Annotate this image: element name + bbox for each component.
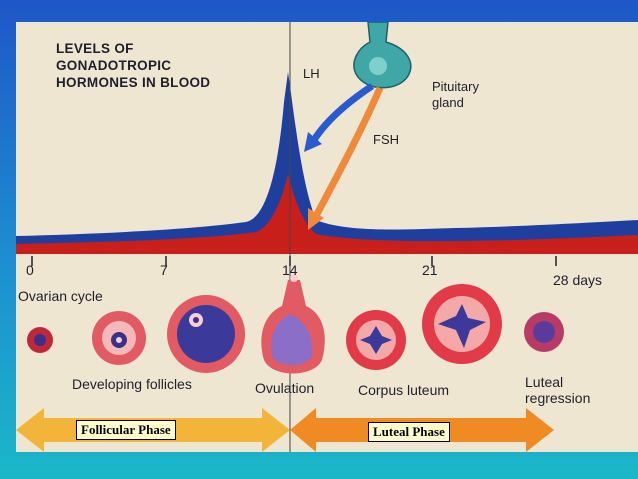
- title-line-2: GONADOTROPIC: [56, 58, 172, 73]
- day-7-label: 7: [160, 262, 168, 278]
- fsh-arrow-icon: [308, 86, 384, 230]
- corpus-luteum-large-icon: [422, 284, 502, 364]
- ovulation-label: Ovulation: [255, 380, 315, 396]
- developing-follicles-label: Developing follicles: [72, 376, 192, 392]
- luteal-regression-icon: [524, 312, 564, 352]
- luteal-line-2: regression: [525, 390, 591, 406]
- luteal-phase-label: Luteal Phase: [368, 422, 450, 442]
- pituitary-line-1: Pituitary: [432, 79, 479, 94]
- corpus-luteum-label: Corpus luteum: [358, 382, 450, 398]
- hormone-diagram: [16, 22, 638, 452]
- pituitary-line-2: gland: [432, 95, 464, 110]
- follicle-medium-icon: [92, 311, 146, 365]
- title-line-1: LEVELS OF: [56, 41, 134, 56]
- follicle-large-icon: [167, 295, 245, 373]
- follicular-phase-label: Follicular Phase: [76, 420, 176, 440]
- fsh-curve: [16, 174, 638, 254]
- title-line-3: HORMONES IN BLOOD: [56, 75, 211, 90]
- lh-curve: [16, 72, 638, 254]
- luteal-regression-label: Luteal regression: [525, 374, 590, 406]
- luteal-line-1: Luteal: [525, 374, 564, 390]
- chart-title: LEVELS OF GONADOTROPIC HORMONES IN BLOOD: [56, 40, 210, 91]
- ovarian-cycle-label: Ovarian cycle: [18, 288, 103, 304]
- day-axis: [31, 256, 557, 266]
- lh-arrow-icon: [304, 83, 374, 152]
- day-0-label: 0: [26, 262, 34, 278]
- pituitary-label: Pituitary gland: [432, 79, 479, 111]
- corpus-luteum-small-icon: [346, 310, 406, 370]
- ovulation-icon: [261, 274, 325, 374]
- day-21-label: 21: [422, 262, 438, 278]
- follicle-small-icon: [27, 327, 53, 353]
- day-14-label: 14: [282, 262, 298, 278]
- fsh-label: FSH: [373, 132, 399, 147]
- lh-label: LH: [303, 66, 320, 81]
- diagram-panel: LEVELS OF GONADOTROPIC HORMONES IN BLOOD…: [16, 22, 638, 452]
- pituitary-gland-icon: [353, 22, 412, 89]
- day-28-label: 28 days: [553, 272, 603, 288]
